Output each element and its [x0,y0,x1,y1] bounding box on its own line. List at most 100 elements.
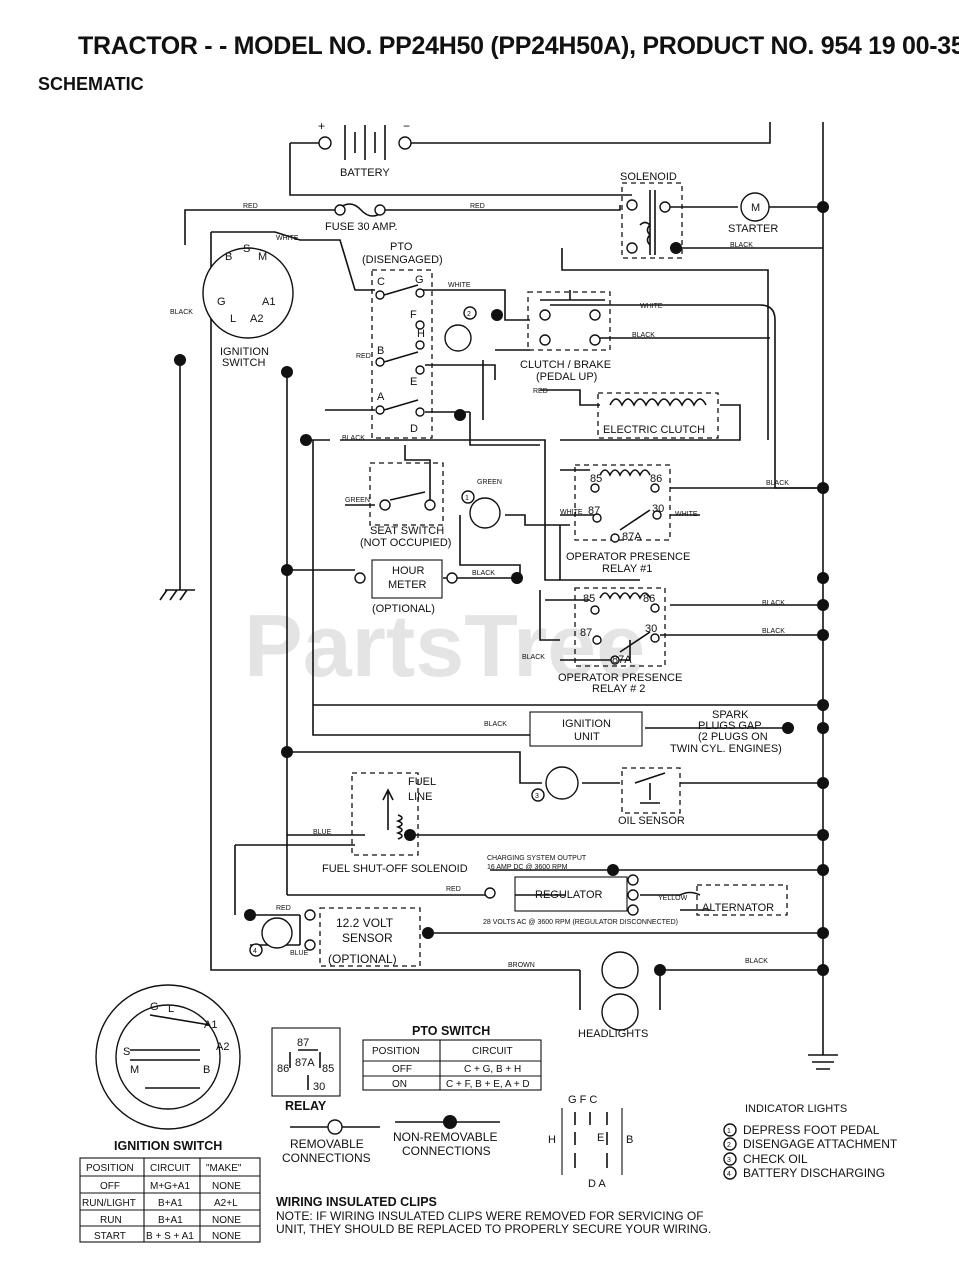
fuse: FUSE 30 AMP. [325,203,398,233]
wire-white-4: WHITE [560,509,583,516]
relay2-87a: 87A [612,654,632,666]
indicator-lights-title: INDICATOR LIGHTS [745,1103,847,1115]
relay1-87: 87 [588,505,600,517]
pto-term-c: C [377,276,385,288]
regulator: REGULATOR CHARGING SYSTEM OUTPUT 16 AMP … [484,855,639,916]
alternator: ALTERNATOR 28 VOLTS AC @ 3600 RPM (REGUL… [483,884,788,926]
relay1-86: 86 [650,473,662,485]
pto-th-position: POSITION [372,1046,420,1057]
pto-term-g: G [415,274,424,286]
light-1-num: 1 [465,495,469,502]
spark-label-4: TWIN CYL. ENGINES) [670,743,782,755]
pto-plug-top: G F C [568,1094,597,1106]
wire-white-1: WHITE [276,235,299,242]
removable-label-2: CONNECTIONS [282,1151,371,1165]
ign-td: M+G+A1 [150,1181,190,1192]
solenoid-label: SOLENOID [620,171,677,183]
pto-term-e: E [410,376,417,388]
ign-td: B + S + A1 [146,1231,194,1242]
light-2-num: 2 [467,311,471,318]
wire-red-6: RED [276,905,291,912]
pto-td: ON [392,1079,407,1090]
relay2-label-2: RELAY # 2 [592,683,645,695]
spark-label: SPARK [712,709,749,721]
regulator-label: REGULATOR [535,889,602,901]
indicator-light-4: 4 [249,917,293,957]
wire-green-2: GREEN [345,497,370,504]
pto-term-d: D [410,423,418,435]
starter-label: STARTER [728,223,778,235]
relay1-30: 30 [652,503,664,515]
hour-meter: HOUR METER (OPTIONAL) [354,559,458,615]
wire-blue-2: BLUE [290,950,309,957]
ign-td: B+A1 [158,1198,183,1209]
battery-label: BATTERY [340,167,390,179]
pto-state: (DISENGAGED) [362,254,443,266]
pto-term-a: A [377,391,385,403]
headlights: HEADLIGHTS [578,951,648,1040]
wire-white-3: WHITE [640,303,663,310]
pto-label: PTO [390,241,413,253]
ignition-switch-label-2: SWITCH [222,357,265,369]
pto-plug-left: H [548,1134,556,1146]
relay1-label: OPERATOR PRESENCE [566,551,690,563]
pto-term-h: H [417,328,425,340]
wire-black-7: BLACK [762,600,785,607]
alternator-label: ALTERNATOR [702,902,774,914]
pto-td: OFF [392,1064,412,1075]
starter: M STARTER [728,192,778,235]
ign-td: NONE [212,1215,241,1226]
pto-term-b: B [377,345,384,357]
relay2-label: OPERATOR PRESENCE [558,672,682,684]
wire-black-3: BLACK [170,309,193,316]
clutch-brake-label: CLUTCH / BRAKE [520,359,611,371]
light-3-num: 3 [535,793,539,800]
wire-white-5: WHITE [675,511,698,518]
volt-sensor: 12.2 VOLT SENSOR (OPTIONAL) [304,907,421,967]
ign-th-circuit: CIRCUIT [150,1163,191,1174]
wire-red-5: RED [446,886,461,893]
wire-black-11: BLACK [745,958,768,965]
pto-switch: PTO (DISENGAGED) C G F H B E A D [362,241,443,439]
clutch-brake-switch: CLUTCH / BRAKE (PEDAL UP) [520,290,611,383]
wire-red-3: RED [356,353,371,360]
clutch-brake-label-2: (PEDAL UP) [536,371,597,383]
hour-meter-label-2: METER [388,579,427,591]
ign-face-m: M [130,1064,139,1076]
wire-black-10: BLACK [484,721,507,728]
pto-plug-right: B [626,1134,633,1146]
pto-switch-table: PTO SWITCH POSITION CIRCUIT OFF C + G, B… [362,1024,542,1091]
pto-th-circuit: CIRCUIT [472,1046,513,1057]
ignition-unit: IGNITION UNIT SPARK PLUGS GAP (2 PLUGS O… [529,709,782,755]
note-line-2: UNIT, THEY SHOULD BE REPLACED TO PROPERL… [276,1222,711,1236]
pto-plug-bottom: D A [588,1178,606,1190]
ign-th-position: POSITION [86,1163,134,1174]
battery-plus: + [318,119,325,133]
oil-sensor: OIL SENSOR [618,767,685,827]
note-line-1: NOTE: IF WIRING INSULATED CLIPS WERE REM… [276,1209,704,1223]
pto-term-f: F [410,309,417,321]
ign-td: NONE [212,1181,241,1192]
wire-black-1: BLACK [632,332,655,339]
ign-face-b: B [203,1064,210,1076]
indicator-light-2: 2 [444,306,477,352]
volt-sensor-label: 12.2 VOLT [336,916,394,930]
spark-label-2: PLUGS GAP [698,720,762,732]
relay-legend-87a: 87A [295,1057,315,1069]
note-title: WIRING INSULATED CLIPS [276,1195,437,1209]
relay-legend-title: RELAY [285,1099,327,1113]
wiring-note: WIRING INSULATED CLIPS NOTE: IF WIRING I… [276,1195,711,1236]
wire-red-4: RED [533,388,548,395]
fuse-label: FUSE 30 AMP. [325,221,398,233]
seat-switch-label-2: (NOT OCCUPIED) [360,537,451,549]
starter-m: M [751,202,760,214]
relay2-85: 85 [583,593,595,605]
ignition-switch: B S M G A1 L A2 IGNITION SWITCH [202,243,294,369]
ign-td: START [94,1231,126,1242]
indicator-3-num: 3 [727,1157,731,1164]
ign-th-make: "MAKE" [206,1163,242,1174]
ac-note: 28 VOLTS AC @ 3600 RPM (REGULATOR DISCON… [483,919,678,926]
light-4-num: 4 [253,948,257,955]
ign-term-g: G [217,296,226,308]
relay-legend-86: 86 [277,1063,289,1075]
